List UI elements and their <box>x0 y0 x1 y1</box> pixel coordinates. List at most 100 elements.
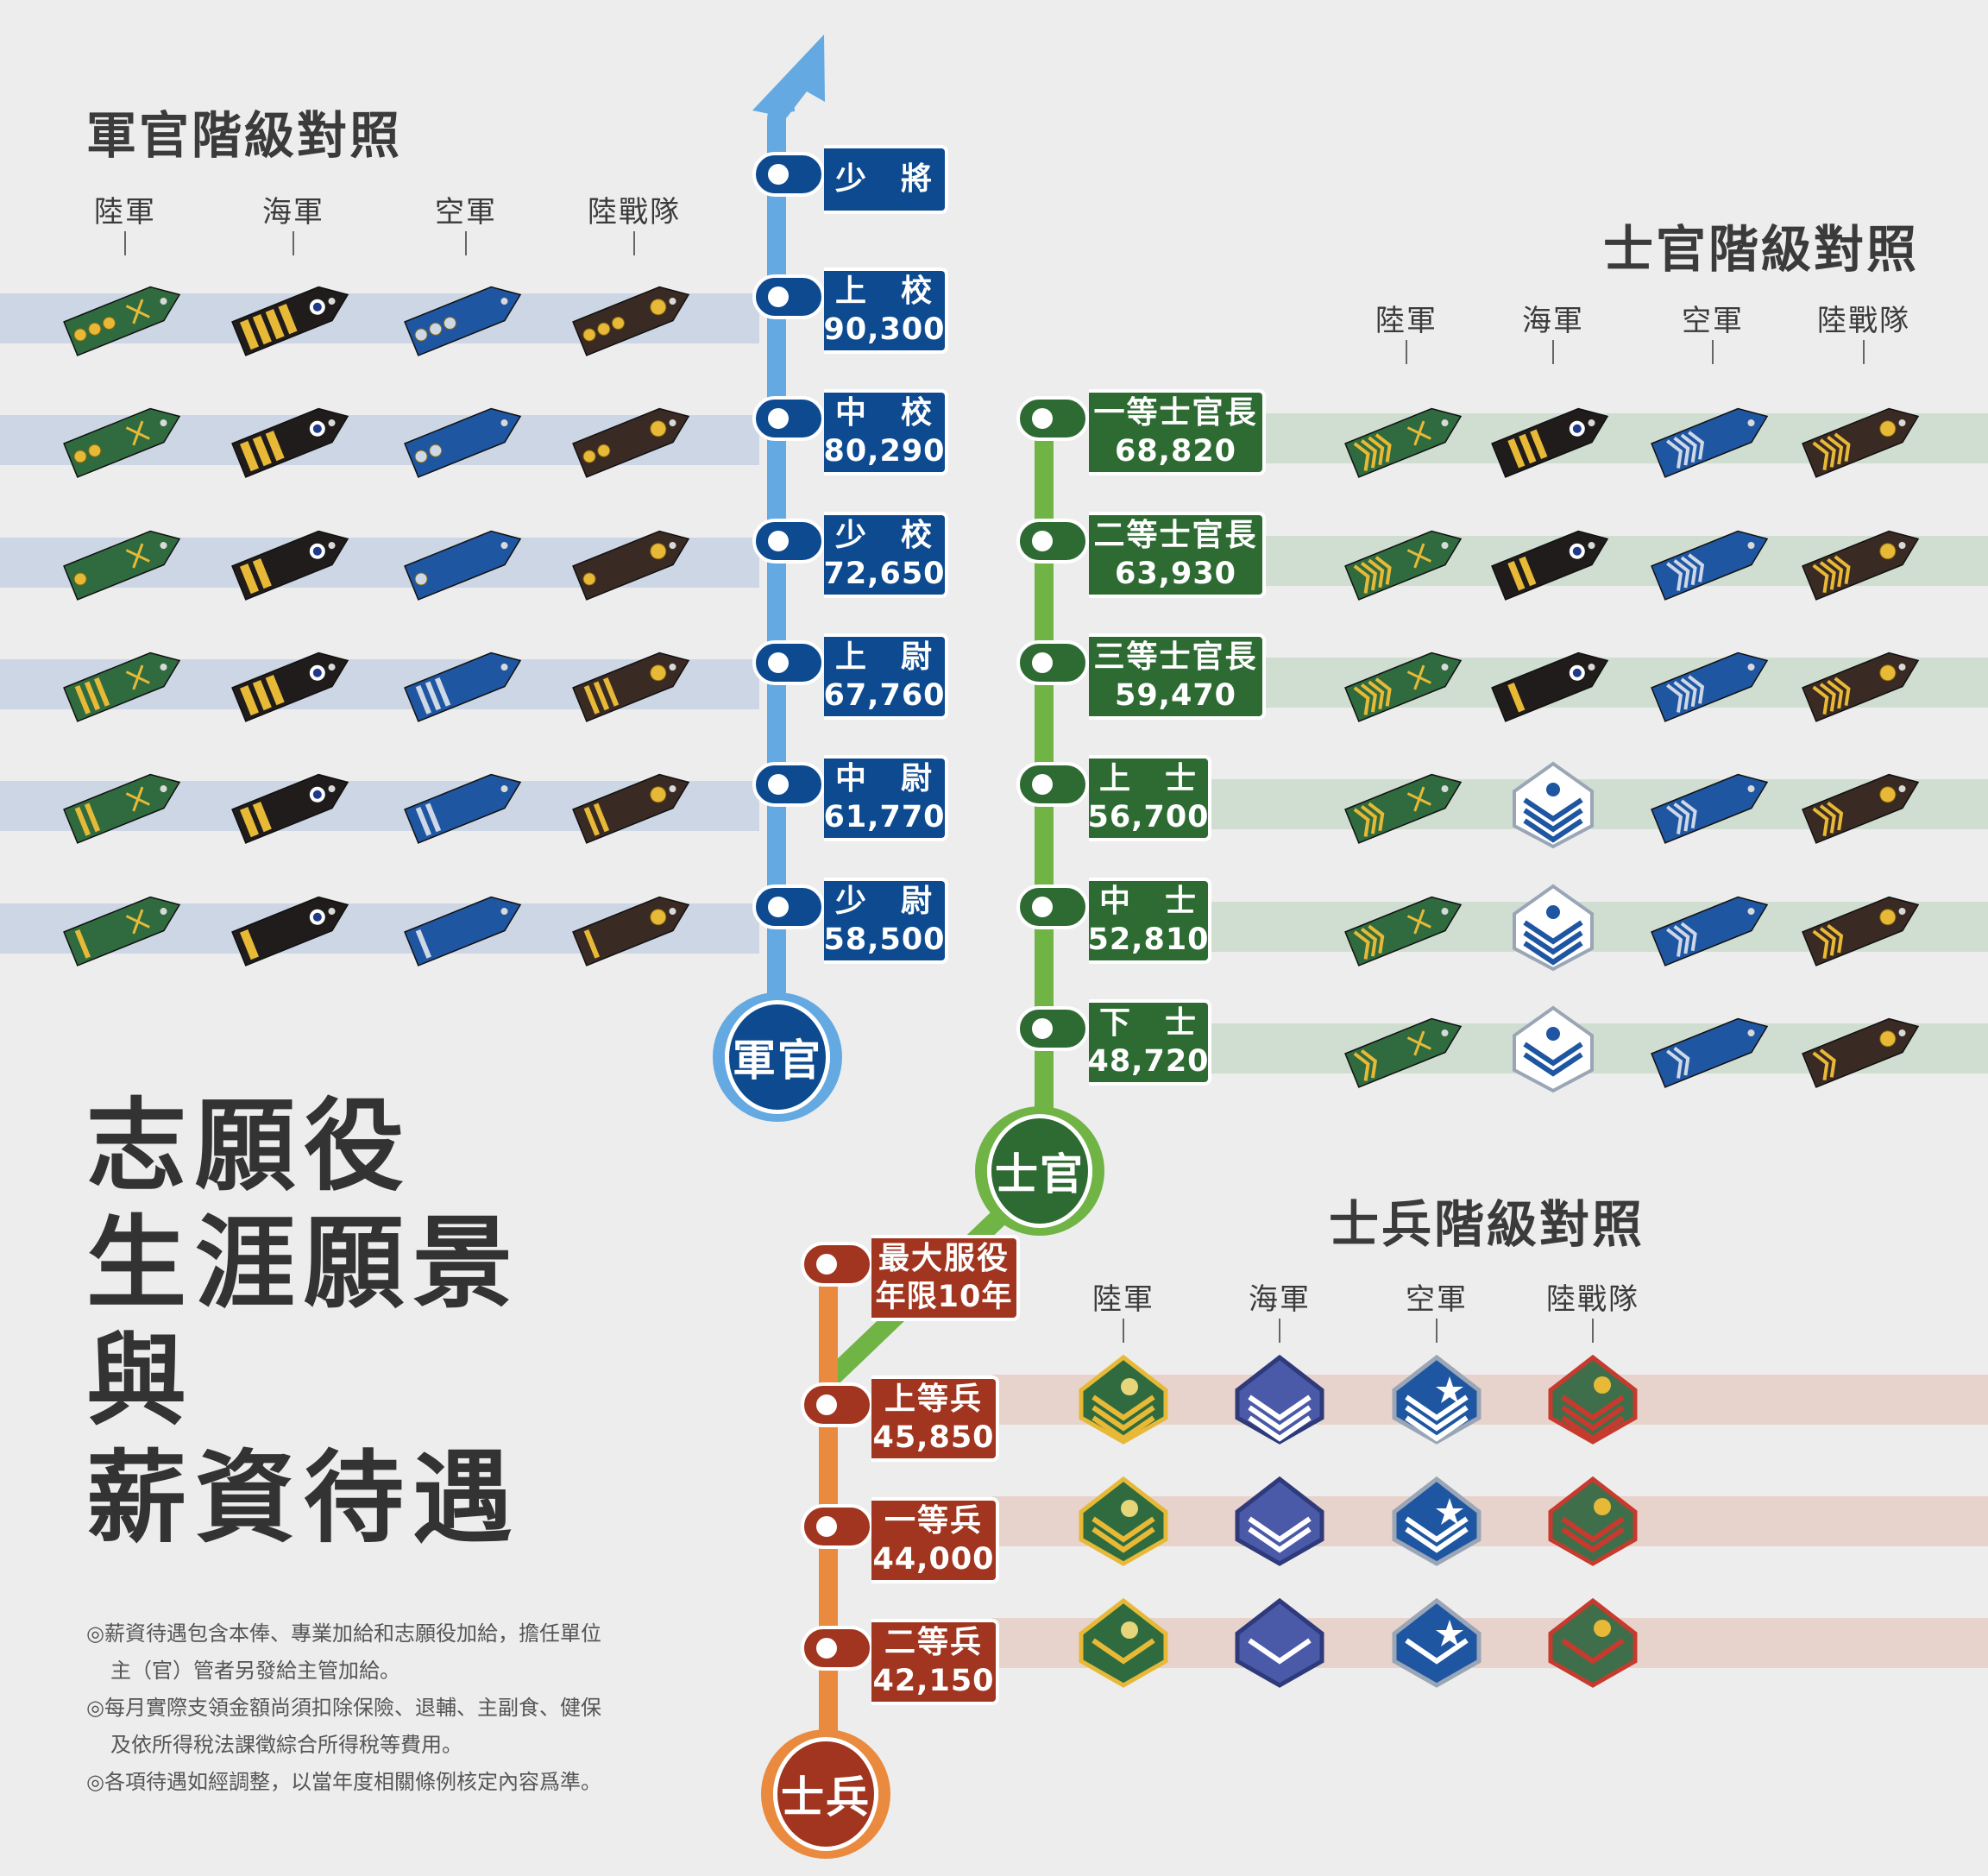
enlisted-label-3: 陸戰隊 <box>1546 1282 1639 1317</box>
officer-rank-tag-pay: 80,290 <box>823 434 946 469</box>
nco-rank-tag-marker <box>1016 1006 1089 1051</box>
army-officer-epaulette <box>63 530 181 601</box>
nco-rank-tag-pay: 68,820 <box>1114 434 1237 469</box>
nco-label-1: 海軍 <box>1522 304 1584 338</box>
marine-officer-epaulette <box>572 530 690 601</box>
enlisted-label-tick <box>1279 1319 1280 1343</box>
navy-officer-epaulette <box>231 286 349 356</box>
officer-rank-tag-title: 上 校 <box>834 274 934 309</box>
marine-nco-epaulette <box>1802 896 1920 966</box>
officer-rank-tag-marker <box>752 762 825 807</box>
officer-rank-tag-marker <box>752 152 825 197</box>
airforce-nco-epaulette <box>1651 530 1769 601</box>
nco-rank-tag-title: 下 士 <box>1098 1005 1198 1041</box>
officer-rank-tag-pay: 67,760 <box>823 678 946 713</box>
officer-rank-tag-title: 中 尉 <box>834 761 934 796</box>
army-nco-epaulette <box>1344 407 1463 478</box>
service-limit-tag-pay: 年限10年 <box>875 1280 1013 1314</box>
marine-nco-epaulette <box>1802 652 1920 722</box>
marine-officer-epaulette <box>572 896 690 966</box>
nco-rank-tag-title: 一等士官長 <box>1093 395 1258 431</box>
airforce-nco-epaulette <box>1651 773 1769 844</box>
army-nco-epaulette <box>1344 1017 1463 1088</box>
officer-rank-tag-title: 少 校 <box>834 518 934 553</box>
enlisted-heading: 士兵階級對照 <box>1329 1195 1645 1254</box>
navy-enlisted-patch <box>1235 1597 1324 1688</box>
nco-rank-tag-pay: 48,720 <box>1087 1044 1210 1079</box>
navy-officer-epaulette <box>231 773 349 844</box>
marine-officer-epaulette <box>572 407 690 478</box>
marine-nco-epaulette <box>1802 530 1920 601</box>
officer-rank-tag: 少 將 <box>824 145 948 214</box>
officer-arrow-icon <box>752 35 825 117</box>
marine-nco-epaulette <box>1802 773 1920 844</box>
note-1a: ◎薪資待遇包含本俸、專業加給和志願役加給，擔任單位 <box>86 1621 601 1646</box>
footnotes: ◎薪資待遇包含本俸、專業加給和志願役加給，擔任單位 主（官）管者另發給主管加給。… <box>86 1615 601 1801</box>
navy-officer-epaulette <box>231 896 349 966</box>
officer-rank-tag-marker <box>752 274 825 319</box>
navy-nco-patch <box>1513 884 1594 972</box>
airforce-officer-epaulette <box>404 286 522 356</box>
marine-officer-epaulette <box>572 286 690 356</box>
nco-rank-tag-title: 二等士官長 <box>1093 518 1258 553</box>
airforce-nco-epaulette <box>1651 896 1769 966</box>
enlisted-bubble-label: 士兵 <box>773 1737 878 1851</box>
officer-label-tick <box>465 231 467 255</box>
army-officer-epaulette <box>63 407 181 478</box>
navy-officer-epaulette <box>231 530 349 601</box>
nco-rank-tag-pay: 63,930 <box>1114 557 1237 591</box>
enlisted-label-tick <box>1123 1319 1124 1343</box>
army-nco-epaulette <box>1344 896 1463 966</box>
enlisted-rank-tag-marker <box>801 1504 873 1549</box>
army-nco-epaulette <box>1344 530 1463 601</box>
officer-rank-tag-title: 中 校 <box>834 395 934 431</box>
officer-rank-tag: 少 校 72,650 <box>823 512 948 598</box>
officer-label-tick <box>124 231 126 255</box>
service-limit-tag: 最大服役年限10年 <box>871 1235 1020 1321</box>
marine-officer-epaulette <box>572 652 690 722</box>
nco-rank-tag-title: 中 士 <box>1098 884 1198 919</box>
army-nco-epaulette <box>1344 773 1463 844</box>
officer-heading: 軍官階級對照 <box>86 106 403 165</box>
officer-label-tick <box>633 231 635 255</box>
enlisted-label-0: 陸軍 <box>1092 1282 1154 1317</box>
enlisted-label-2: 空軍 <box>1406 1282 1468 1317</box>
marine-enlisted-patch <box>1548 1597 1638 1688</box>
nco-rank-tag-pay: 52,810 <box>1087 922 1210 957</box>
service-limit-tag-marker <box>801 1242 873 1287</box>
note-1b: 主（官）管者另發給主管加給。 <box>110 1659 400 1683</box>
army-officer-epaulette <box>63 652 181 722</box>
nco-label-tick <box>1863 340 1865 364</box>
officer-rank-tag-pay: 61,770 <box>823 800 946 834</box>
navy-officer-epaulette <box>231 407 349 478</box>
airforce-enlisted-patch <box>1392 1476 1482 1566</box>
nco-label-3: 陸戰隊 <box>1817 304 1910 338</box>
army-officer-epaulette <box>63 286 181 356</box>
airforce-enlisted-patch <box>1392 1597 1482 1688</box>
airforce-nco-epaulette <box>1651 1017 1769 1088</box>
officer-rank-tag-pay: 58,500 <box>823 922 946 957</box>
enlisted-rank-tag-marker <box>801 1382 873 1427</box>
officer-label-tick <box>293 231 294 255</box>
marine-enlisted-patch <box>1548 1476 1638 1566</box>
officer-rank-tag-marker <box>752 396 825 441</box>
officer-rank-tag-pay: 72,650 <box>823 557 946 591</box>
officer-label-0: 陸軍 <box>94 195 156 230</box>
nco-bubble: 士官 <box>975 1106 1104 1236</box>
marine-officer-epaulette <box>572 773 690 844</box>
nco-rank-tag-marker <box>1016 884 1089 929</box>
navy-nco-epaulette <box>1491 652 1609 722</box>
officer-bubble-label: 軍官 <box>725 1000 830 1114</box>
nco-rank-tag-pay: 59,470 <box>1114 678 1237 713</box>
army-enlisted-patch <box>1079 1476 1168 1566</box>
nco-rank-tag: 二等士官長 63,930 <box>1089 512 1266 598</box>
enlisted-label-tick <box>1592 1319 1594 1343</box>
officer-rank-tag-title: 上 尉 <box>834 639 934 675</box>
officer-label-3: 陸戰隊 <box>588 195 681 230</box>
